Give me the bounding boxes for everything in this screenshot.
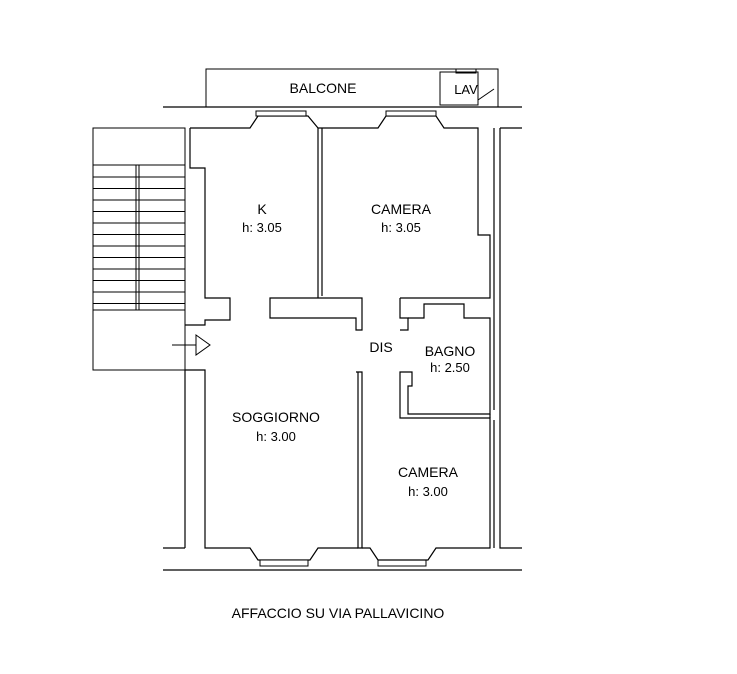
room-height-camera-top: h: 3.05 (381, 220, 421, 235)
room-label-camera-top: CAMERA (371, 201, 432, 217)
top-facade (163, 106, 522, 299)
room-label-soggiorno: SOGGIORNO (232, 409, 320, 425)
room-label-kitchen: K (257, 201, 267, 217)
interior-walls (269, 128, 491, 561)
room-label-lav: LAV (454, 82, 478, 97)
room-label-camera-bottom: CAMERA (398, 464, 459, 480)
room-height-kitchen: h: 3.05 (242, 220, 282, 235)
stairwell (92, 127, 186, 371)
room-height-bagno: h: 2.50 (430, 360, 470, 375)
laundry-box (439, 71, 479, 106)
room-label-dis: DIS (369, 339, 392, 355)
room-label-balcone: BALCONE (290, 80, 357, 96)
right-wall (493, 127, 522, 549)
left-wall (163, 128, 522, 571)
street-caption: AFFACCIO SU VIA PALLAVICINO (232, 605, 445, 621)
entrance-arrow (172, 334, 211, 356)
room-label-bagno: BAGNO (425, 343, 476, 359)
room-height-camera-bottom: h: 3.00 (408, 484, 448, 499)
room-height-soggiorno: h: 3.00 (256, 429, 296, 444)
